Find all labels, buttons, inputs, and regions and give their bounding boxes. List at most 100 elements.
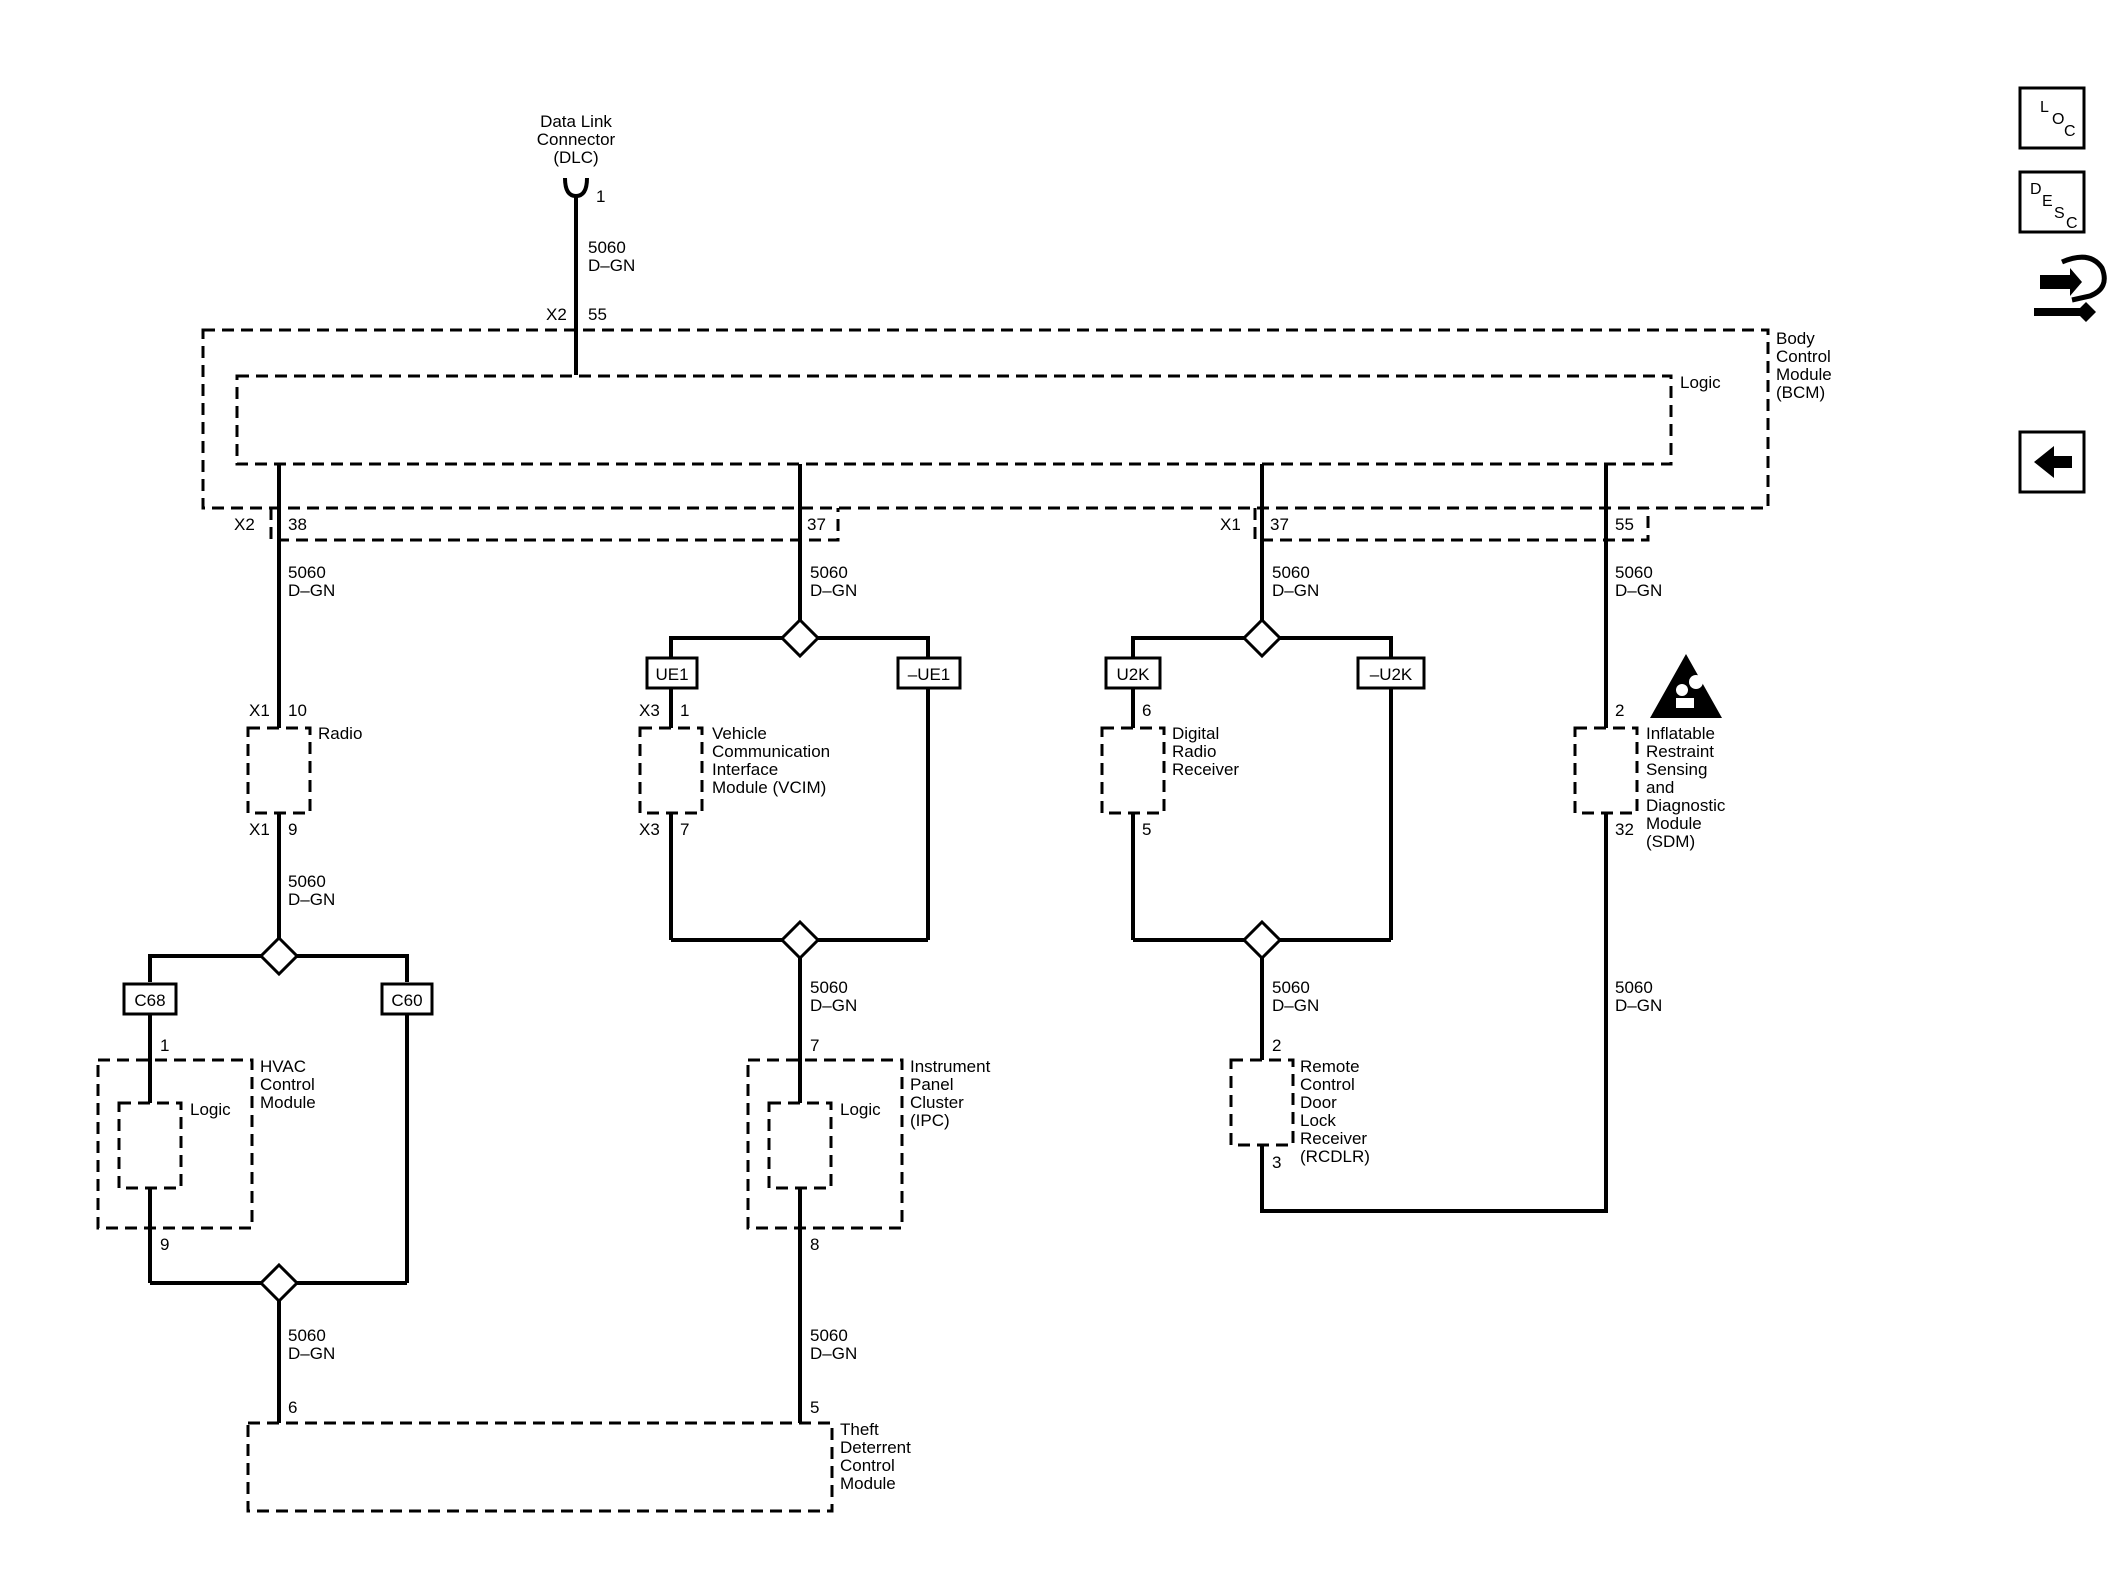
- hvac-label-3: Module: [260, 1093, 316, 1112]
- back-arrow-icon[interactable]: [2018, 430, 2086, 494]
- wire-color-sdm-2: D–GN: [1615, 996, 1662, 1015]
- bcm-connector-x1: X1: [1220, 515, 1241, 534]
- sdm-label-7: (SDM): [1646, 832, 1695, 851]
- dlc-label-2: Connector: [537, 130, 616, 149]
- sdm-label-3: Sensing: [1646, 760, 1707, 779]
- splice-diamond-drr-top: [1241, 617, 1283, 659]
- loc-letter-1: L: [2040, 99, 2049, 116]
- radio-branch: 5060 D–GN X1 10 Radio X1 9 5060 D–GN C68…: [96, 464, 434, 1423]
- splice-diamond-vcim-top: [779, 617, 821, 659]
- sdm-label-2: Restraint: [1646, 742, 1714, 761]
- loc-button[interactable]: L O C: [2018, 86, 2086, 150]
- vcim-connector-x3-top: X3: [639, 701, 660, 720]
- drr-pin-6: 6: [1142, 701, 1151, 720]
- sdm-label-6: Module: [1646, 814, 1702, 833]
- radio-connector-x1-bottom: X1: [249, 820, 270, 839]
- digital-radio-receiver: [1100, 726, 1166, 815]
- tdcm-pin-6: 6: [288, 1398, 297, 1417]
- splice-diamond-vcim-bottom: [779, 919, 821, 961]
- drr-pin-5: 5: [1142, 820, 1151, 839]
- wire-color-radio: D–GN: [288, 581, 335, 600]
- remote-control-door-lock-receiver: [1229, 1058, 1295, 1147]
- hvac-pin-9: 9: [160, 1235, 169, 1254]
- wire-circuit-tdcm-left: 5060: [288, 1326, 326, 1345]
- vcim-label-4: Module (VCIM): [712, 778, 826, 797]
- wire-color-sdm: D–GN: [1615, 581, 1662, 600]
- radio-pin-9: 9: [288, 820, 297, 839]
- rcdlr-label-6: (RCDLR): [1300, 1147, 1370, 1166]
- sdm-pin-32: 32: [1615, 820, 1634, 839]
- sdm-module: [1573, 726, 1639, 815]
- vcim-pin-1: 1: [680, 701, 689, 720]
- data-link-connector: Data Link Connector (DLC) 1 5060 D–GN X2…: [537, 112, 635, 375]
- vcim-label-1: Vehicle: [712, 724, 767, 743]
- bcm-connector-x2-b: X2: [234, 515, 255, 534]
- wire-circuit-vcim: 5060: [810, 563, 848, 582]
- drr-label-1: Digital: [1172, 724, 1219, 743]
- wire-color-radio-2: D–GN: [288, 890, 335, 909]
- vcim-module: [638, 726, 704, 815]
- connector-c60-label: C60: [391, 991, 422, 1010]
- wire-circuit-sdm: 5060: [1615, 563, 1653, 582]
- loc-letter-3: C: [2064, 123, 2076, 140]
- desc-button[interactable]: D E S C: [2018, 170, 2086, 234]
- connector-c68-label: C68: [134, 991, 165, 1010]
- splice-diamond-hvac-top: [258, 935, 300, 977]
- splice-u2k-label: U2K: [1116, 665, 1150, 684]
- rcdlr-pin-3: 3: [1272, 1153, 1281, 1172]
- ipc-label-4: (IPC): [910, 1111, 950, 1130]
- rcdlr-label-4: Lock: [1300, 1111, 1336, 1130]
- ipc-label-3: Cluster: [910, 1093, 964, 1112]
- rcdlr-label-5: Receiver: [1300, 1129, 1367, 1148]
- splice-diamond-hvac-bottom: [258, 1262, 300, 1304]
- sdm-label-4: and: [1646, 778, 1674, 797]
- bcm-label-4: (BCM): [1776, 383, 1825, 402]
- sdm-branch: 5060 D–GN 2 32 5060 D–GN Inflatable Rest…: [1573, 464, 1726, 1015]
- wire-circuit-radio: 5060: [288, 563, 326, 582]
- wire-circuit-sdm-2: 5060: [1615, 978, 1653, 997]
- ipc-label-1: Instrument: [910, 1057, 991, 1076]
- vcim-pin-7: 7: [680, 820, 689, 839]
- splice-neg-u2k: [1356, 656, 1426, 690]
- wire-color-drr: D–GN: [1272, 581, 1319, 600]
- wire-color-tdcm-right: D–GN: [810, 1344, 857, 1363]
- dlc-label-1: Data Link: [540, 112, 612, 131]
- splice-neg-ue1-label: –UE1: [908, 665, 951, 684]
- dlc-label-3: (DLC): [553, 148, 598, 167]
- sdm-label-1: Inflatable: [1646, 724, 1715, 743]
- bcm-pin-55-b: 55: [1615, 515, 1634, 534]
- tdcm-label-2: Deterrent: [840, 1438, 911, 1457]
- hvac-label-1: HVAC: [260, 1057, 306, 1076]
- wire-circuit-ipc: 5060: [810, 978, 848, 997]
- radio-pin-10: 10: [288, 701, 307, 720]
- instrument-panel-cluster: [746, 1058, 904, 1230]
- connector-c68: [122, 982, 178, 1016]
- connector-c60: [380, 982, 434, 1016]
- airbag-warning-icon: [1650, 654, 1722, 718]
- wire-circuit: 5060: [588, 238, 626, 257]
- digital-radio-branch: 5060 D–GN U2K –U2K 6 Digital Radio Recei…: [1100, 464, 1608, 1213]
- splice-diamond-drr-bottom: [1241, 919, 1283, 961]
- desc-letter-1: D: [2030, 181, 2042, 198]
- wire-circuit-rcdlr: 5060: [1272, 978, 1310, 997]
- bcm-logic-label: Logic: [1680, 373, 1721, 392]
- wire-color-ipc: D–GN: [810, 996, 857, 1015]
- drr-label-2: Radio: [1172, 742, 1216, 761]
- tdcm-label-4: Module: [840, 1474, 896, 1493]
- sdm-label-5: Diagnostic: [1646, 796, 1726, 815]
- hand-wrench-icon[interactable]: [2034, 254, 2107, 322]
- bcm-connector-x2: X2: [546, 305, 567, 324]
- theft-deterrent-control-module: Theft Deterrent Control Module: [246, 1420, 911, 1513]
- rcdlr-label-1: Remote: [1300, 1057, 1360, 1076]
- tdcm-pin-5: 5: [810, 1398, 819, 1417]
- body-control-module: Logic Body Control Module (BCM) X2 38 37…: [201, 328, 1832, 542]
- loc-letter-2: O: [2052, 111, 2064, 128]
- hvac-label-2: Control: [260, 1075, 315, 1094]
- drr-label-3: Receiver: [1172, 760, 1239, 779]
- splice-neg-u2k-label: –U2K: [1370, 665, 1413, 684]
- bcm-pin-38: 38: [288, 515, 307, 534]
- radio-label: Radio: [318, 724, 362, 743]
- ipc-pin-8: 8: [810, 1235, 819, 1254]
- bcm-label-2: Control: [1776, 347, 1831, 366]
- radio-connector-x1-top: X1: [249, 701, 270, 720]
